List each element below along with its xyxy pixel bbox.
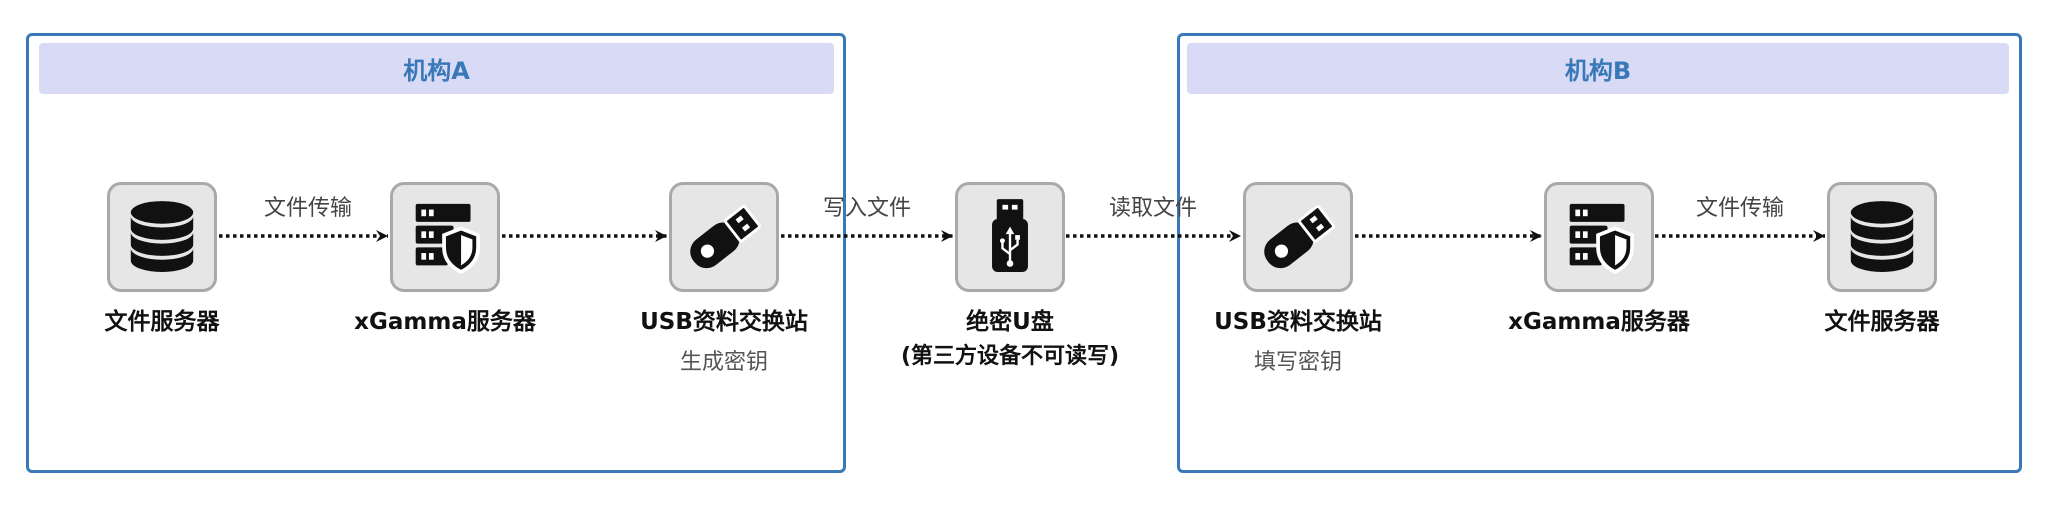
node-label-file-server-b: 文件服务器	[1824, 309, 1940, 335]
node-usb-station-b	[1243, 182, 1353, 292]
node-file-server-b	[1827, 182, 1937, 292]
org-a-container	[26, 33, 846, 473]
server-shield-icon	[1569, 203, 1634, 275]
org-a-title: 机构A	[403, 57, 470, 85]
edge-label-read-file: 读取文件	[1108, 196, 1197, 221]
node-xgamma-server-b	[1544, 182, 1654, 292]
usb-drive-icon	[992, 199, 1028, 272]
node-xgamma-server-a	[390, 182, 500, 292]
org-b-header: 机构B	[1187, 43, 2009, 94]
usb-key-icon	[1264, 205, 1335, 269]
node-sublabel-third-party-unreadable: (第三方设备不可读写)	[900, 344, 1120, 369]
org-a-header: 机构A	[39, 43, 834, 94]
node-sublabel-enter-key: 填写密钥	[1253, 350, 1342, 375]
org-b-container	[1177, 33, 2022, 473]
node-label-usb-station-b: USB资料交换站	[1214, 309, 1382, 335]
node-secret-usb-drive	[955, 182, 1065, 292]
node-label-xgamma-server-a: xGamma服务器	[354, 309, 536, 335]
edge-label-write-file: 写入文件	[822, 196, 911, 221]
usb-key-icon	[690, 205, 761, 269]
node-usb-station-a	[669, 182, 779, 292]
database-icon	[1850, 201, 1914, 272]
node-label-secret-usb-drive: 绝密U盘	[966, 309, 1054, 335]
node-sublabel-generate-key: 生成密钥	[679, 350, 768, 375]
org-b-title: 机构B	[1564, 57, 1632, 85]
node-label-xgamma-server-b: xGamma服务器	[1508, 309, 1690, 335]
node-file-server-a	[107, 182, 217, 292]
node-label-file-server-a: 文件服务器	[104, 309, 220, 335]
server-shield-icon	[415, 203, 480, 275]
database-icon	[130, 201, 194, 272]
edge-label-file-transfer-b: 文件传输	[1695, 196, 1784, 221]
node-label-usb-station-a: USB资料交换站	[640, 309, 808, 335]
edge-label-file-transfer-a: 文件传输	[263, 196, 352, 221]
